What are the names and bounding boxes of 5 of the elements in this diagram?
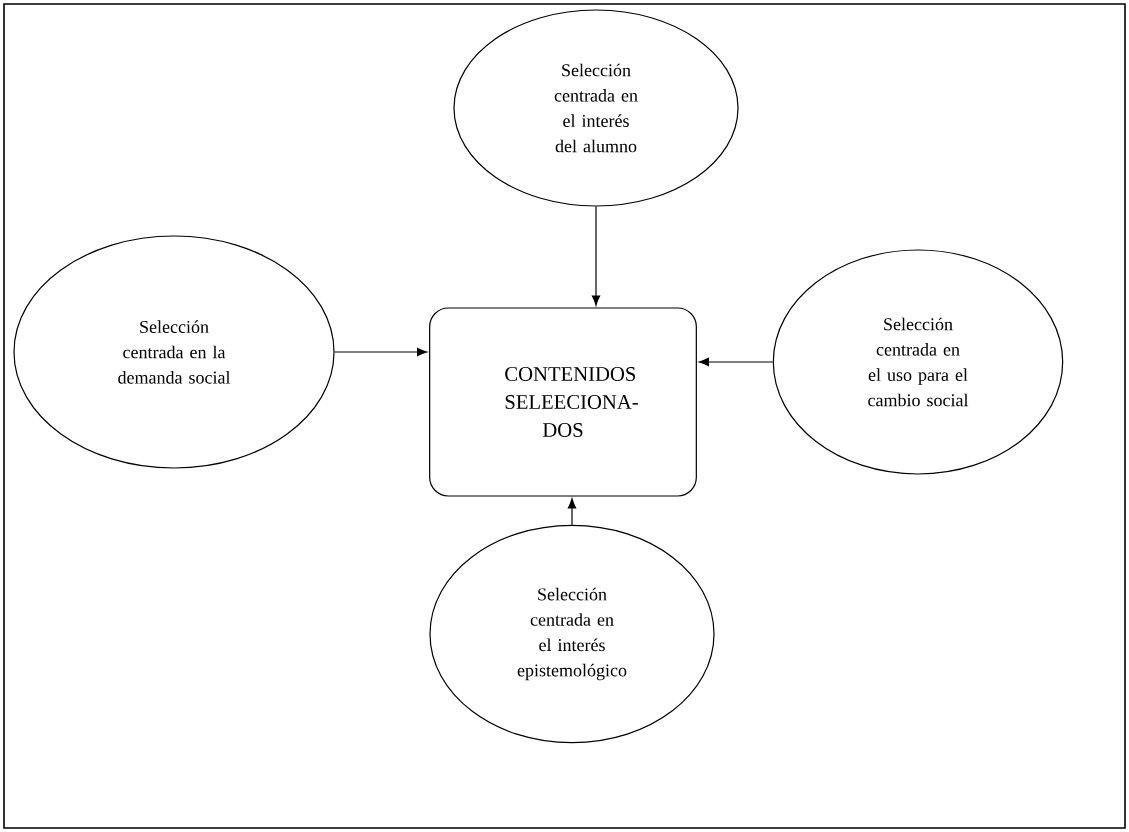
arrow xyxy=(567,498,577,526)
arrow xyxy=(591,206,601,306)
center-box: CONTENIDOS SELEECIONA- DOS xyxy=(429,307,697,497)
arrow xyxy=(334,347,428,357)
arrow xyxy=(698,357,774,367)
